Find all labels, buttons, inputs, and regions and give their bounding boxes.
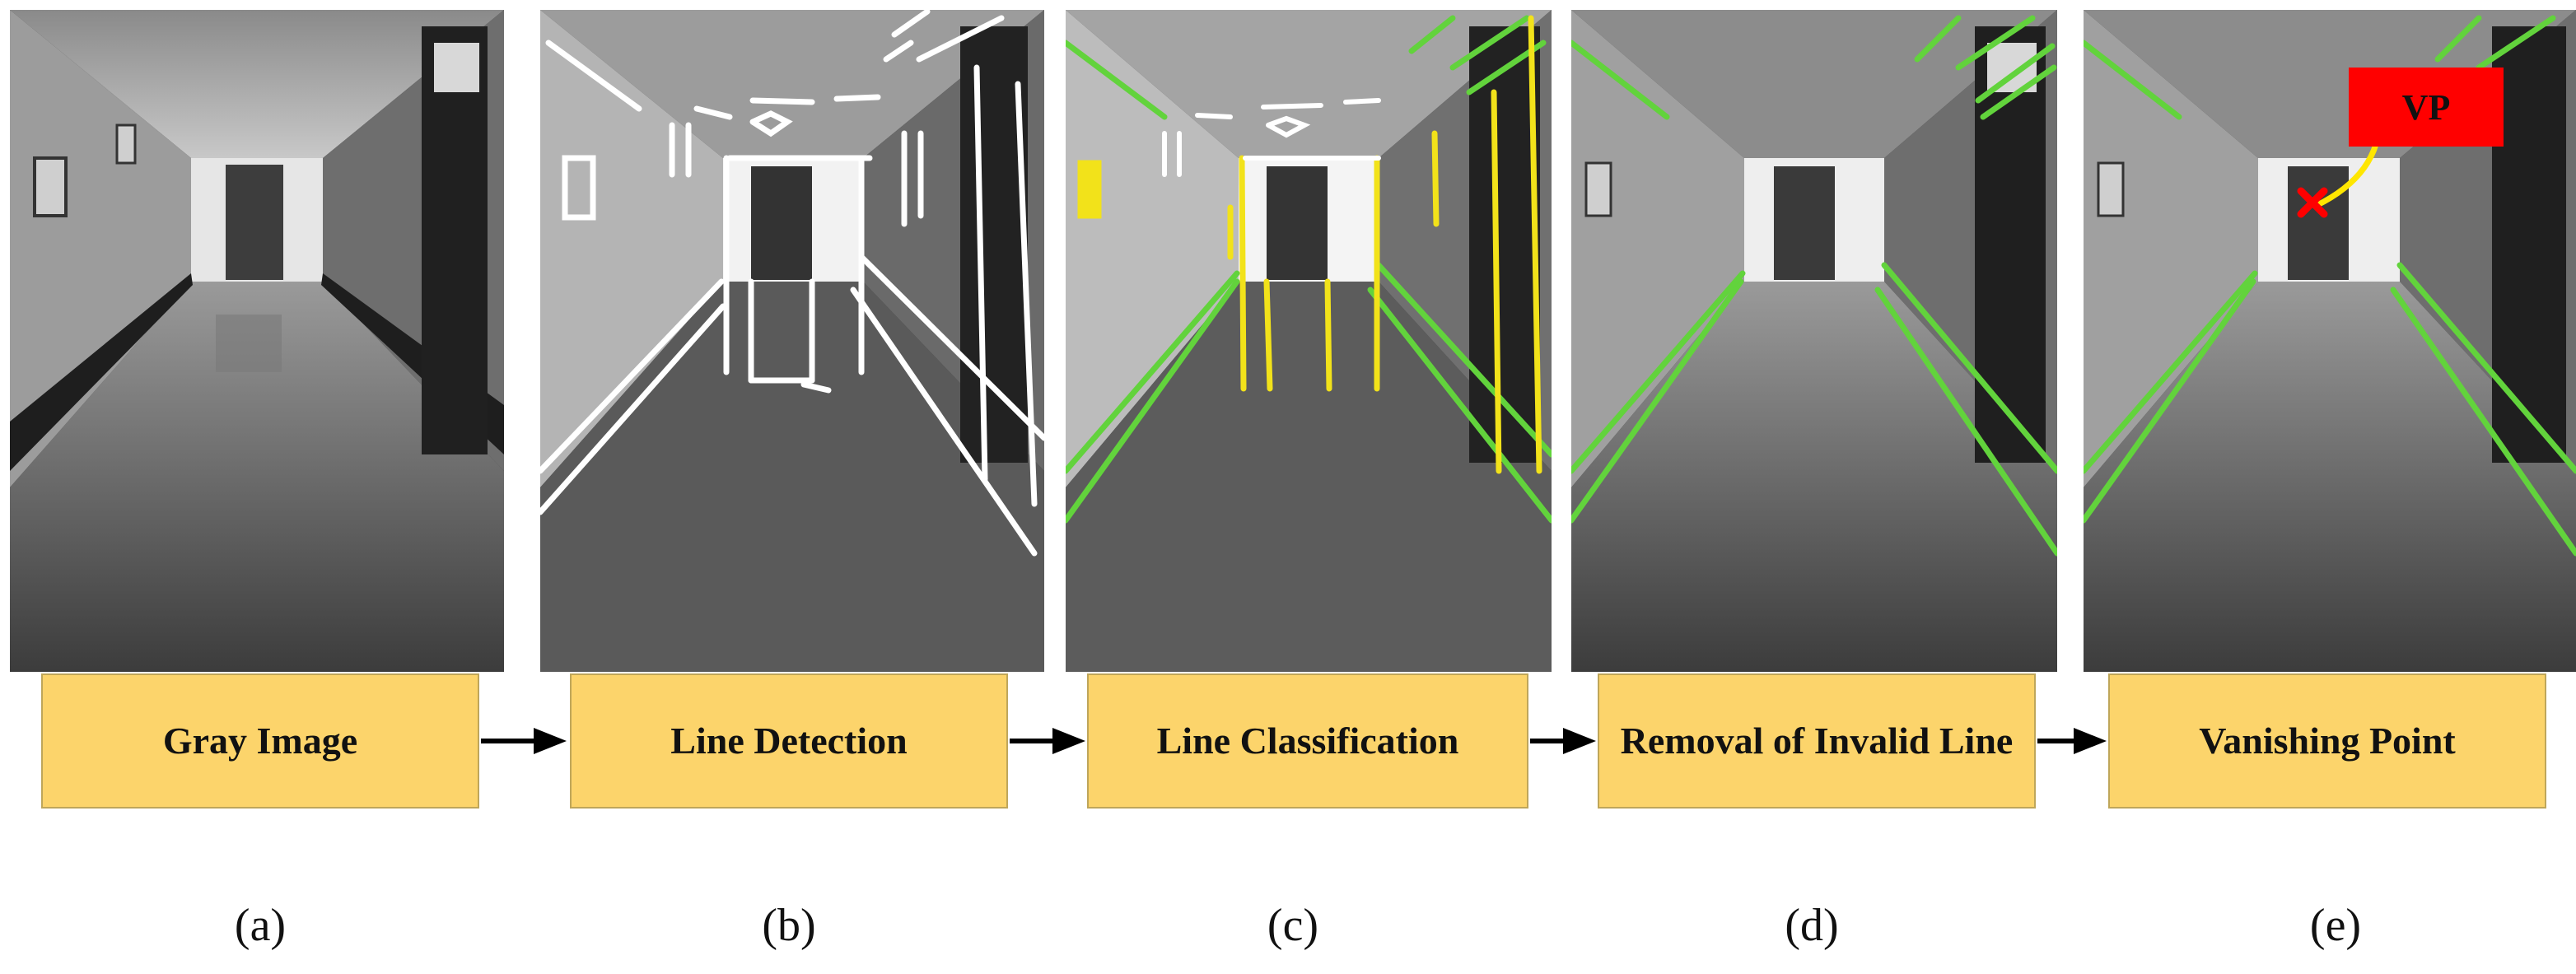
panel-line-classification <box>1066 10 1552 672</box>
sub-label-c: (c) <box>1267 900 1319 951</box>
vp-tag: VP <box>2349 68 2504 147</box>
sub-label-d: (d) <box>1785 900 1839 951</box>
sub-label-b: (b) <box>762 900 816 951</box>
arrow-right-icon <box>2037 728 2107 754</box>
sub-label-e: (e) <box>2309 900 2362 951</box>
arrow-right-icon <box>1530 728 1596 754</box>
panel-removal-invalid-line <box>1571 10 2057 672</box>
panel-gray-image <box>10 10 504 672</box>
sub-label-a: (a) <box>234 900 287 951</box>
arrow-right-icon <box>481 728 567 754</box>
step-box-removal-invalid-line: Removal of Invalid Line <box>1598 673 2036 809</box>
step-box-line-detection: Line Detection <box>570 673 1008 809</box>
step-box-line-classification: Line Classification <box>1087 673 1528 809</box>
step-box-vanishing-point: Vanishing Point <box>2108 673 2546 809</box>
arrow-right-icon <box>1010 728 1085 754</box>
step-box-gray-image: Gray Image <box>41 673 479 809</box>
x-mark-icon <box>2297 187 2328 218</box>
panel-line-detection <box>540 10 1044 672</box>
